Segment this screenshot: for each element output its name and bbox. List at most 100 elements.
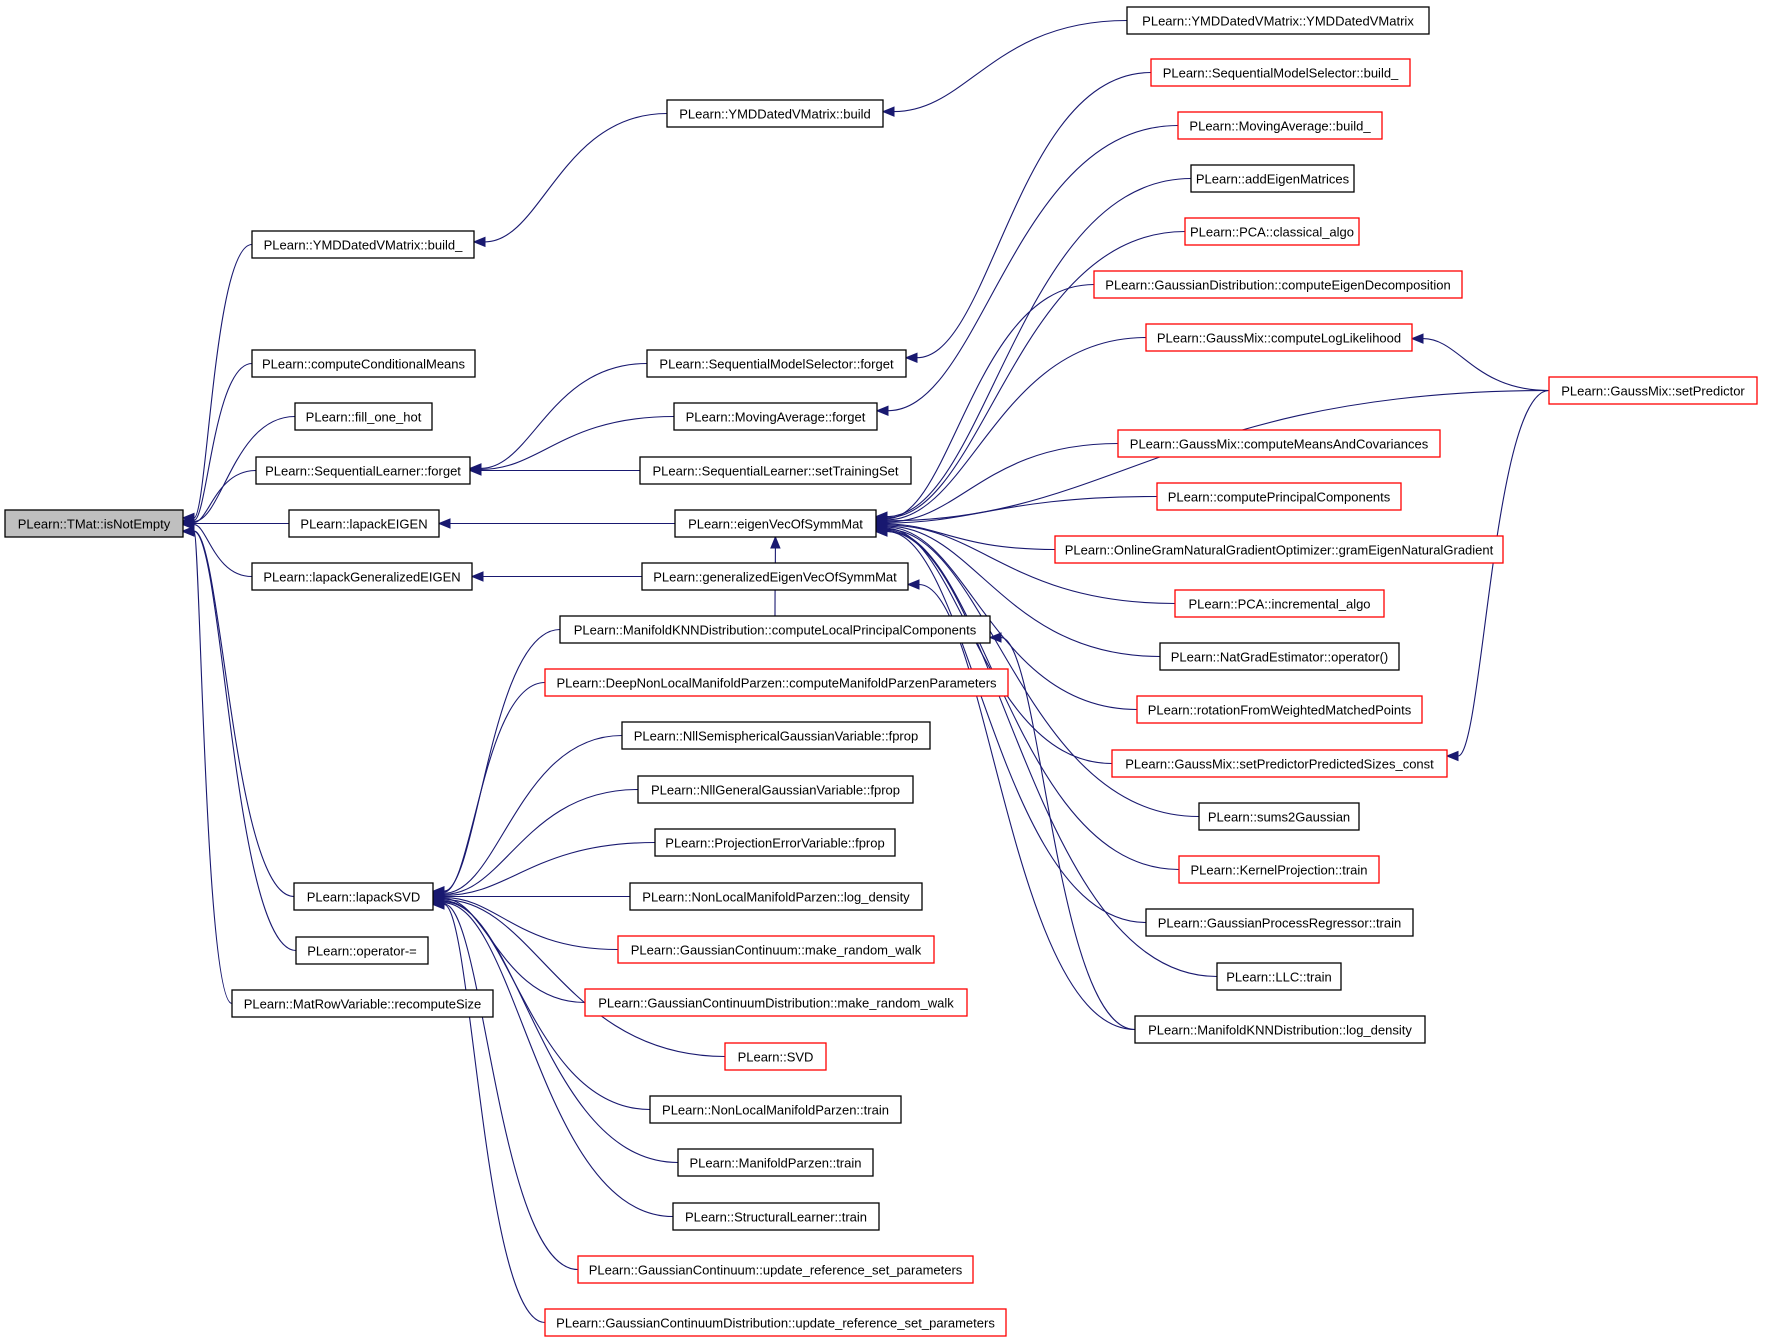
node-projectionerrorvariable-fprop[interactable]: PLearn::ProjectionErrorVariable::fprop [654, 828, 896, 857]
edge-line [443, 902, 674, 1218]
edge-line [443, 901, 679, 1164]
node-box [1145, 908, 1414, 937]
node-gaussmix-computeloglikelihood[interactable]: PLearn::GaussMix::computeLogLikelihood [1145, 323, 1413, 352]
edge-line [893, 19, 1128, 113]
node-lapacksvd[interactable]: PLearn::lapackSVD [293, 882, 434, 911]
node-label: PLearn::sums2Gaussian [1208, 810, 1350, 825]
node-gaussiancontinuumdistribution-make-random-walk[interactable]: PLearn::GaussianContinuumDistribution::m… [584, 988, 968, 1017]
node-box [251, 562, 473, 591]
node-sums2gaussian[interactable]: PLearn::sums2Gaussian [1198, 802, 1360, 831]
edge-gaussmix-setpredictor-to-gaussmix-setpredictorpredictedsizes-const [1445, 389, 1550, 762]
node-ymddatedvmatrix-build[interactable]: PLearn::YMDDatedVMatrix::build [666, 99, 884, 128]
node-label: PLearn::NatGradEstimator::operator() [1171, 650, 1388, 665]
node-label: PLearn::lapackSVD [307, 890, 420, 905]
node-box [288, 509, 440, 538]
node-sequentiallearner-forget[interactable]: PLearn::SequentialLearner::forget [255, 456, 471, 485]
node-label: PLearn::lapackEIGEN [300, 517, 427, 532]
node-label: PLearn::YMDDatedVMatrix::build_ [264, 238, 463, 253]
edge-line [886, 177, 1192, 518]
node-gaussiancontinuumdistribution-update-reference-set-parameters[interactable]: PLearn::GaussianContinuumDistribution::u… [544, 1308, 1007, 1337]
node-manifoldparzen-train[interactable]: PLearn::ManifoldParzen::train [677, 1148, 874, 1177]
node-label: PLearn::generalizedEigenVecOfSymmMat [653, 570, 897, 585]
node-pca-incremental-algo[interactable]: PLearn::PCA::incremental_algo [1174, 589, 1385, 618]
edge-line [1422, 338, 1550, 392]
node-box [1159, 642, 1400, 671]
node-label: PLearn::GaussMix::setPredictor [1561, 384, 1745, 399]
node-svd[interactable]: PLearn::SVD [724, 1042, 827, 1071]
node-box [617, 935, 935, 964]
node-deepnonlocalmanifoldparzen-computemanifoldparzenparameters[interactable]: PLearn::DeepNonLocalManifoldParzen::comp… [544, 668, 1009, 697]
node-box [654, 828, 896, 857]
node-manifoldknndistribution-computelocalprincipalcomponents[interactable]: PLearn::ManifoldKNNDistribution::compute… [559, 615, 991, 644]
edge-arrowhead [437, 518, 451, 529]
node-box [1117, 429, 1441, 458]
node-box [666, 99, 884, 128]
node-label: PLearn::MatRowVariable::recomputeSize [244, 997, 482, 1012]
node-label: PLearn::GaussMix::computeLogLikelihood [1157, 331, 1401, 346]
edge-computeconditionalmeans-to-tmat-isnotempty [181, 362, 253, 526]
node-movingaverage-forget[interactable]: PLearn::MovingAverage::forget [673, 402, 878, 431]
node-matrowvariable-recomputesize[interactable]: PLearn::MatRowVariable::recomputeSize [231, 989, 494, 1018]
edge-line [886, 283, 1095, 520]
edge-arrowhead [472, 236, 486, 248]
node-label: PLearn::TMat::isNotEmpty [18, 517, 171, 532]
node-generalizedeigenvecofsymmmat[interactable]: PLearn::generalizedEigenVecOfSymmMat [641, 562, 909, 591]
node-box [1150, 58, 1411, 87]
edge-arrowhead [470, 571, 484, 582]
node-operator[interactable]: PLearn::operator-= [295, 936, 429, 965]
node-lapackgeneralizedeigen[interactable]: PLearn::lapackGeneralizedEIGEN [251, 562, 473, 591]
edge-gaussiancontinuum-update-reference-set-parameters-to-lapacksvd [431, 898, 579, 1271]
node-onlinegramnaturalgradientoptimizer-grameigennaturalgradient[interactable]: PLearn::OnlineGramNaturalGradientOptimiz… [1054, 535, 1504, 564]
node-label: PLearn::MovingAverage::forget [686, 410, 866, 425]
node-ymddatedvmatrix-build[interactable]: PLearn::YMDDatedVMatrix::build_ [251, 230, 475, 259]
node-addeigenmatrices[interactable]: PLearn::addEigenMatrices [1190, 164, 1355, 193]
node-sequentiallearner-settrainingset[interactable]: PLearn::SequentialLearner::setTrainingSe… [639, 456, 912, 485]
node-kernelprojection-train[interactable]: PLearn::KernelProjection::train [1178, 855, 1380, 884]
node-rotationfromweightedmatchedpoints[interactable]: PLearn::rotationFromWeightedMatchedPoint… [1136, 695, 1423, 724]
node-label: PLearn::ManifoldKNNDistribution::log_den… [1148, 1023, 1412, 1038]
edge-gaussmix-computeloglikelihood-to-eigenvecofsymmmat [874, 336, 1147, 526]
node-computeconditionalmeans[interactable]: PLearn::computeConditionalMeans [251, 349, 476, 378]
node-box [1177, 111, 1383, 140]
node-gaussiancontinuum-update-reference-set-parameters[interactable]: PLearn::GaussianContinuum::update_refere… [577, 1255, 974, 1284]
node-gaussiancontinuum-make-random-walk[interactable]: PLearn::GaussianContinuum::make_random_w… [617, 935, 935, 964]
edge-line [193, 524, 253, 578]
edge-line [480, 362, 648, 469]
node-nllsemisphericalgaussianvariable-fprop[interactable]: PLearn::NllSemisphericalGaussianVariable… [621, 721, 931, 750]
node-label: PLearn::StructuralLearner::train [685, 1210, 867, 1225]
node-gaussmix-setpredictor[interactable]: PLearn::GaussMix::setPredictor [1548, 376, 1758, 405]
node-pca-classical-algo[interactable]: PLearn::PCA::classical_algo [1184, 217, 1360, 246]
node-label: PLearn::PCA::classical_algo [1190, 225, 1354, 240]
node-nllgeneralgaussianvariable-fprop[interactable]: PLearn::NllGeneralGaussianVariable::fpro… [637, 775, 914, 804]
node-label: PLearn::NonLocalManifoldParzen::log_dens… [642, 890, 910, 905]
edge-manifoldknndistribution-log-density-to-manifoldknndistribution-computelocalprincipalcomponents [988, 632, 1136, 1031]
node-gaussmix-setpredictorpredictedsizes-const[interactable]: PLearn::GaussMix::setPredictorPredictedS… [1111, 749, 1448, 778]
node-lapackeigen[interactable]: PLearn::lapackEIGEN [288, 509, 440, 538]
node-nonlocalmanifoldparzen-train[interactable]: PLearn::NonLocalManifoldParzen::train [649, 1095, 902, 1124]
edge-gaussiancontinuumdistribution-update-reference-set-parameters-to-lapacksvd [431, 899, 546, 1324]
edge-matrowvariable-recomputesize-to-tmat-isnotempty [181, 526, 233, 1005]
node-gaussianprocessregressor-train[interactable]: PLearn::GaussianProcessRegressor::train [1145, 908, 1414, 937]
node-computeprincipalcomponents[interactable]: PLearn::computePrincipalComponents [1156, 482, 1402, 511]
node-box [1184, 217, 1360, 246]
edge-line [1000, 636, 1136, 1031]
edge-nllgeneralgaussianvariable-fprop-to-lapacksvd [431, 788, 639, 900]
node-sequentialmodelselector-build[interactable]: PLearn::SequentialModelSelector::build_ [1150, 58, 1411, 87]
node-box [1136, 695, 1423, 724]
node-box [544, 1308, 1007, 1337]
edge-line [193, 530, 233, 1005]
node-fill-one-hot[interactable]: PLearn::fill_one_hot [294, 402, 433, 431]
node-eigenvecofsymmmat[interactable]: PLearn::eigenVecOfSymmMat [674, 509, 877, 538]
node-nonlocalmanifoldparzen-log-density[interactable]: PLearn::NonLocalManifoldParzen::log_dens… [629, 882, 923, 911]
node-llc-train[interactable]: PLearn::LLC::train [1216, 962, 1342, 991]
node-label: PLearn::lapackGeneralizedEIGEN [263, 570, 460, 585]
node-gaussiandistribution-computeeigendecomposition[interactable]: PLearn::GaussianDistribution::computeEig… [1093, 270, 1463, 299]
node-gaussmix-computemeansandcovariances[interactable]: PLearn::GaussMix::computeMeansAndCovaria… [1117, 429, 1441, 458]
node-sequentialmodelselector-forget[interactable]: PLearn::SequentialModelSelector::forget [646, 349, 907, 378]
node-manifoldknndistribution-log-density[interactable]: PLearn::ManifoldKNNDistribution::log_den… [1134, 1015, 1426, 1044]
node-movingaverage-build[interactable]: PLearn::MovingAverage::build_ [1177, 111, 1383, 140]
node-ymddatedvmatrix-ymddatedvmatrix[interactable]: PLearn::YMDDatedVMatrix::YMDDatedVMatrix [1126, 6, 1430, 35]
node-natgradestimator-operator[interactable]: PLearn::NatGradEstimator::operator() [1159, 642, 1400, 671]
node-structurallearner-train[interactable]: PLearn::StructuralLearner::train [672, 1202, 880, 1231]
edge-computeprincipalcomponents-to-eigenvecofsymmmat [874, 495, 1158, 529]
